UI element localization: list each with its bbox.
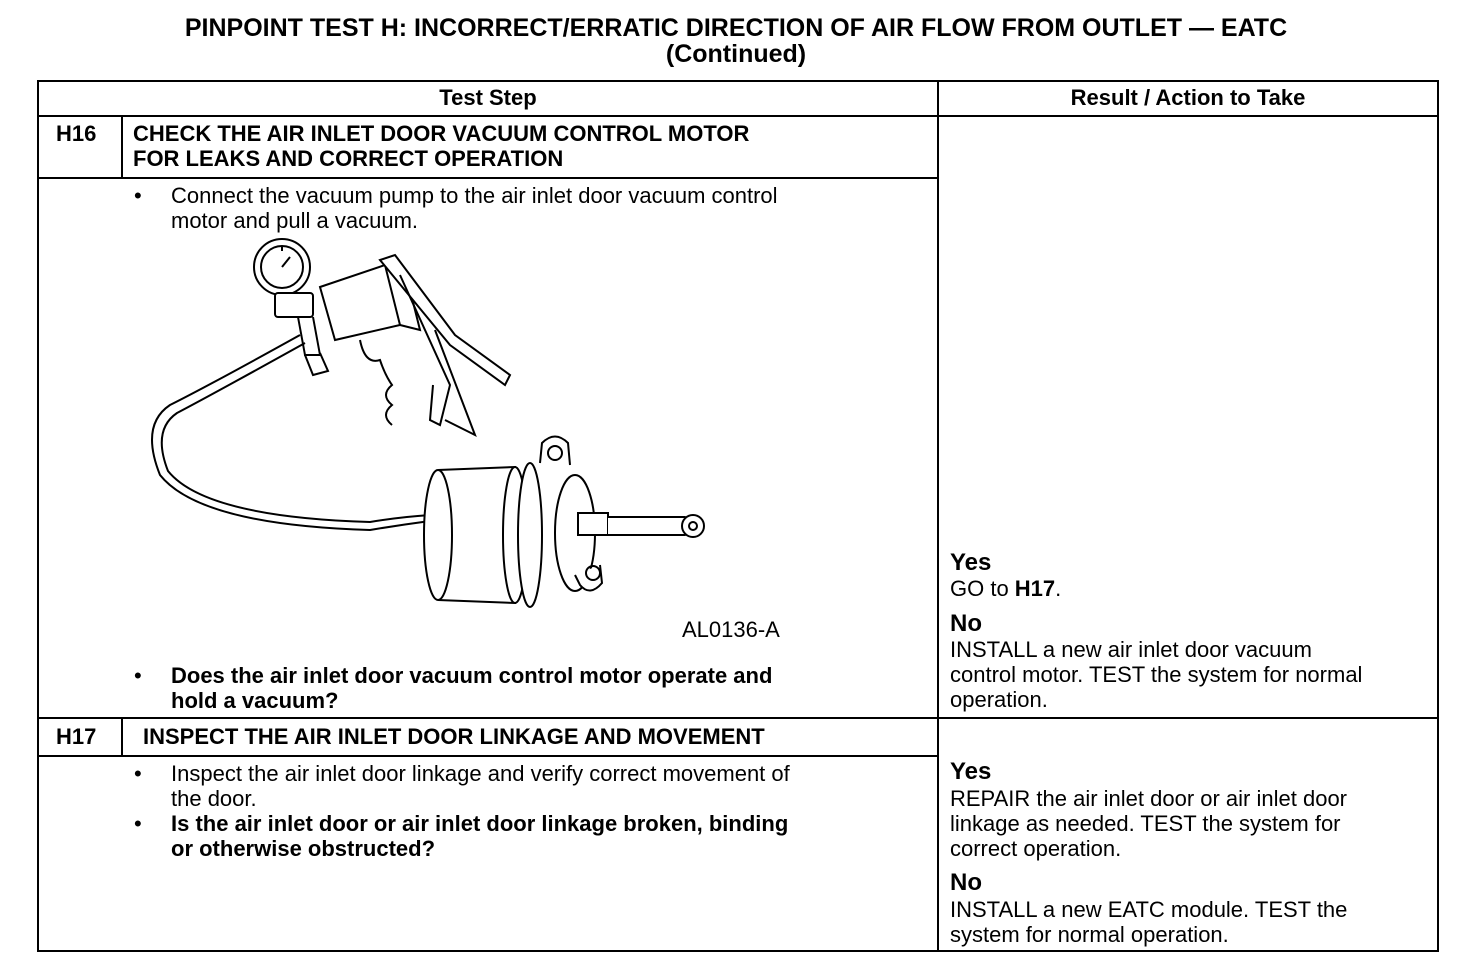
bullet-icon: • — [134, 761, 142, 786]
h17-question-line2: or otherwise obstructed? — [171, 836, 436, 861]
h16-yes-action: GO to H17. — [950, 576, 1062, 601]
h17-yes-line3: correct operation. — [950, 836, 1122, 861]
h16-no-line3: operation. — [950, 687, 1048, 712]
h16-instruction-line2: motor and pull a vacuum. — [171, 208, 419, 233]
h17-question-line1: Is the air inlet door or air inlet door … — [171, 811, 789, 836]
h16-no-line1: INSTALL a new air inlet door vacuum — [950, 637, 1312, 662]
h17-yes-line1: REPAIR the air inlet door or air inlet d… — [950, 786, 1347, 811]
bullet-icon: • — [134, 663, 142, 688]
bullet-icon: • — [134, 811, 142, 836]
column-header-result: Result / Action to Take — [1070, 85, 1306, 110]
h17-instruction-line1: Inspect the air inlet door linkage and v… — [171, 761, 790, 786]
bullet-icon: • — [134, 183, 142, 208]
figure-label: AL0136-A — [682, 617, 780, 642]
step-id-h17: H17 — [56, 724, 97, 749]
h17-heading: INSPECT THE AIR INLET DOOR LINKAGE AND M… — [143, 724, 765, 749]
h17-reference: H17 — [1014, 576, 1056, 601]
h17-no-line1: INSTALL a new EATC module. TEST the — [950, 897, 1348, 922]
h17-no-label: No — [950, 869, 982, 896]
h16-question-line2: hold a vacuum? — [171, 688, 339, 713]
h16-heading-line2: FOR LEAKS AND CORRECT OPERATION — [133, 146, 564, 171]
h16-yes-label: Yes — [950, 549, 992, 576]
h17-instruction-line2: the door. — [171, 786, 257, 811]
page-title: PINPOINT TEST H: INCORRECT/ERRATIC DIREC… — [184, 14, 1288, 42]
vacuum-pump-motor-illustration — [151, 238, 705, 608]
h16-no-label: No — [950, 610, 982, 637]
h16-heading-line1: CHECK THE AIR INLET DOOR VACUUM CONTROL … — [133, 121, 750, 146]
h17-yes-label: Yes — [950, 758, 992, 785]
h16-question-line1: Does the air inlet door vacuum control m… — [171, 663, 773, 688]
h16-instruction-line1: Connect the vacuum pump to the air inlet… — [171, 183, 778, 208]
step-id-h16: H16 — [56, 121, 97, 146]
page-subtitle: (Continued) — [665, 40, 807, 68]
h17-yes-line2: linkage as needed. TEST the system for — [950, 811, 1341, 836]
h17-no-line2: system for normal operation. — [950, 922, 1229, 947]
column-header-test-step: Test Step — [439, 85, 537, 110]
h16-no-line2: control motor. TEST the system for norma… — [950, 662, 1363, 687]
